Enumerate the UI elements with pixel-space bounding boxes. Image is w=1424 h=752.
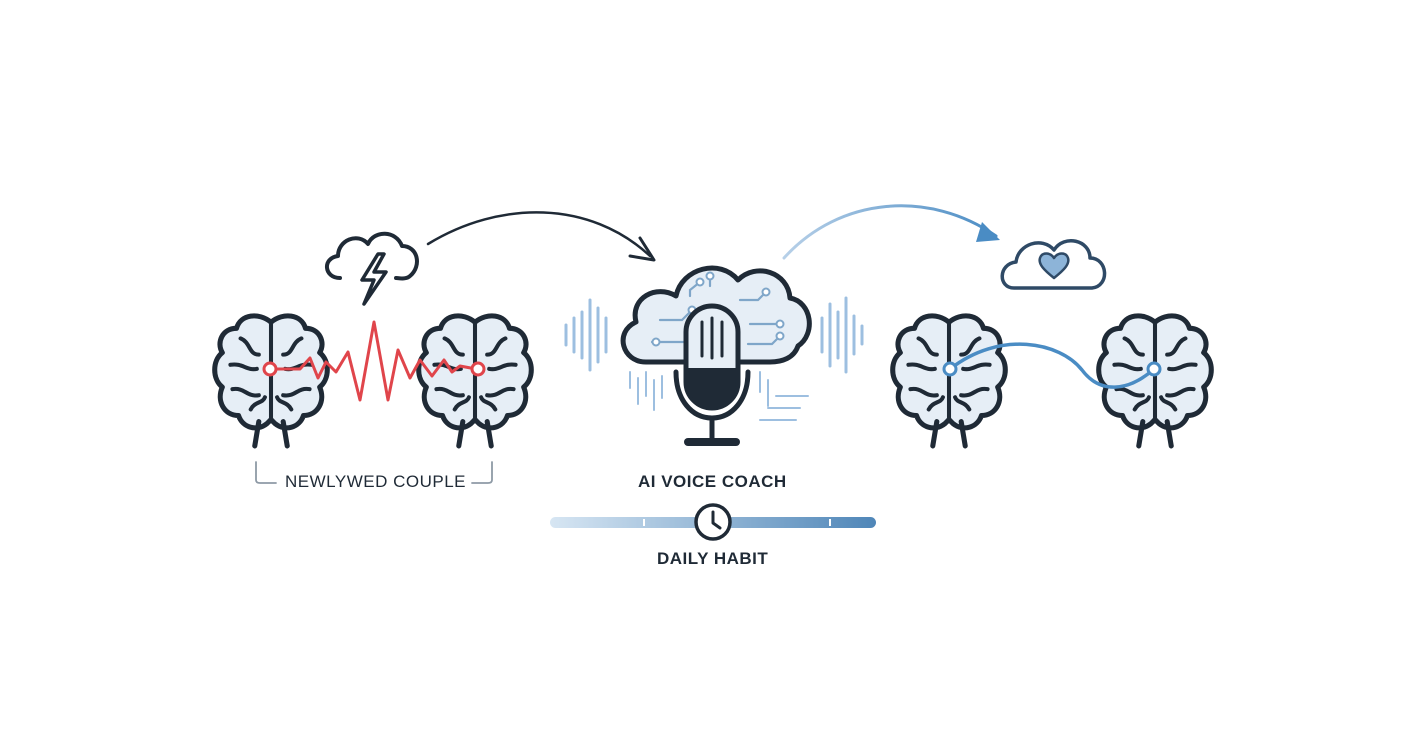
node-dot: [942, 361, 958, 377]
heartbeat-line-icon: [270, 320, 478, 402]
sound-wave-icon: [564, 298, 608, 372]
lightning-icon: [360, 252, 388, 306]
brain-icon: [893, 316, 1006, 446]
sound-wave-icon: [820, 296, 864, 374]
daily-habit-timeline: [550, 503, 876, 541]
couple-bracket: [255, 461, 493, 484]
node-dot: [1146, 361, 1162, 377]
ai-voice-coach-label: AI VOICE COACH: [638, 472, 787, 491]
node-dot: [470, 361, 486, 377]
brain-icon: [419, 316, 532, 446]
newlywed-couple-label: NEWLYWED COUPLE: [285, 472, 466, 491]
daily-habit-label: DAILY HABIT: [657, 549, 769, 568]
node-dot: [262, 361, 278, 377]
smooth-wave-icon: [948, 342, 1156, 389]
brain-icon: [215, 316, 328, 446]
heart-cloud-icon: [1000, 239, 1107, 290]
clock-icon: [694, 503, 732, 541]
arrow-to-connection: [782, 204, 1000, 260]
coach-group: [550, 265, 876, 541]
arrow-to-coach: [426, 211, 656, 262]
microphone-icon: [673, 303, 751, 446]
connection-group: [893, 239, 1212, 446]
conflict-group: [215, 231, 532, 484]
brain-icon: [1099, 316, 1212, 446]
storm-cloud-icon: [325, 231, 419, 306]
